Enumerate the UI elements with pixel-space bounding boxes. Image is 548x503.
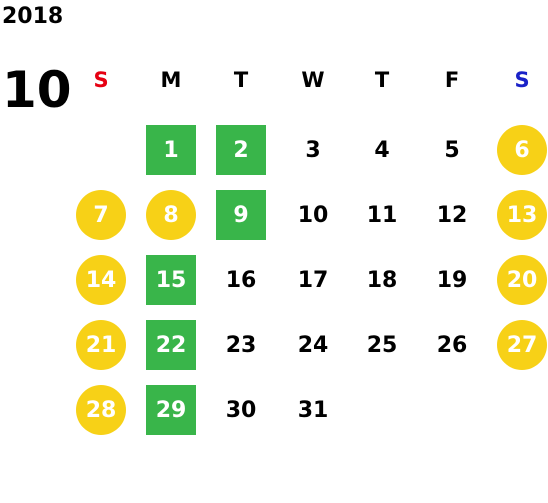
- day-cell-17[interactable]: 17: [297, 267, 329, 293]
- day-cell-4[interactable]: 4: [374, 137, 390, 163]
- day-cell-3[interactable]: 3: [305, 137, 321, 163]
- day-cell-28[interactable]: 28: [76, 385, 126, 435]
- day-cell-14[interactable]: 14: [76, 255, 126, 305]
- day-cell-8[interactable]: 8: [146, 190, 196, 240]
- day-cell-27[interactable]: 27: [497, 320, 547, 370]
- day-cell-13[interactable]: 13: [497, 190, 547, 240]
- weekday-header-sat: S: [514, 68, 530, 92]
- day-cell-23[interactable]: 23: [225, 332, 257, 358]
- day-cell-29[interactable]: 29: [146, 385, 196, 435]
- day-cell-10[interactable]: 10: [297, 202, 329, 228]
- weekday-header-mon: M: [160, 68, 182, 92]
- day-cell-1[interactable]: 1: [146, 125, 196, 175]
- day-cell-18[interactable]: 18: [366, 267, 398, 293]
- day-cell-9[interactable]: 9: [216, 190, 266, 240]
- day-cell-2[interactable]: 2: [216, 125, 266, 175]
- day-cell-16[interactable]: 16: [225, 267, 257, 293]
- day-cell-30[interactable]: 30: [225, 397, 257, 423]
- weekday-header-sun: S: [93, 68, 109, 92]
- weekday-header-tue: T: [233, 68, 249, 92]
- day-cell-24[interactable]: 24: [297, 332, 329, 358]
- day-cell-15[interactable]: 15: [146, 255, 196, 305]
- day-cell-11[interactable]: 11: [366, 202, 398, 228]
- day-cell-20[interactable]: 20: [497, 255, 547, 305]
- month-number: 10: [2, 61, 72, 119]
- day-cell-6[interactable]: 6: [497, 125, 547, 175]
- day-cell-12[interactable]: 12: [436, 202, 468, 228]
- day-cell-7[interactable]: 7: [76, 190, 126, 240]
- year-label: 2018: [2, 4, 64, 29]
- day-cell-26[interactable]: 26: [436, 332, 468, 358]
- day-cell-31[interactable]: 31: [297, 397, 329, 423]
- weekday-header-wed: W: [301, 68, 325, 92]
- weekday-header-thu: T: [374, 68, 390, 92]
- day-cell-25[interactable]: 25: [366, 332, 398, 358]
- day-cell-21[interactable]: 21: [76, 320, 126, 370]
- weekday-header-fri: F: [444, 68, 460, 92]
- day-cell-5[interactable]: 5: [444, 137, 460, 163]
- day-cell-22[interactable]: 22: [146, 320, 196, 370]
- day-cell-19[interactable]: 19: [436, 267, 468, 293]
